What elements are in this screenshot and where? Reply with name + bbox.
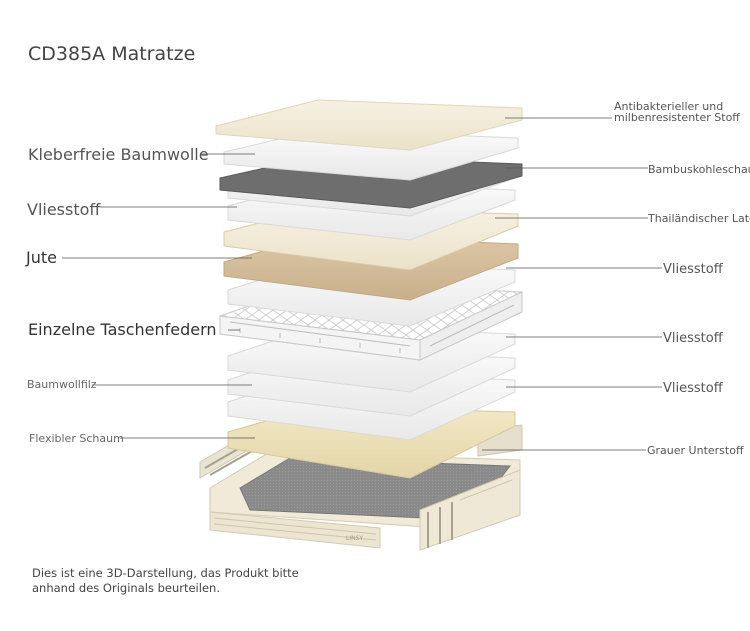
left-leaders bbox=[62, 153, 255, 439]
label-antibacterial-fabric: Antibakterieller und milbenresistenter S… bbox=[614, 100, 740, 124]
mattress-base: LINSY bbox=[199, 424, 523, 551]
label-nonwoven-right-3: Vliesstoff bbox=[663, 381, 723, 396]
label-jute: Jute bbox=[26, 248, 57, 267]
label-nonwoven-left: Vliesstoff bbox=[27, 200, 101, 219]
label-cotton-felt: Baumwollfilz bbox=[27, 378, 97, 391]
label-pocket-springs: Einzelne Taschenfedern bbox=[28, 320, 217, 339]
label-flexible-foam: Flexibler Schaum bbox=[29, 432, 124, 445]
right-leaders bbox=[482, 117, 662, 451]
label-nonwoven-right-1: Vliesstoff bbox=[663, 262, 723, 277]
label-nonwoven-right-2: Vliesstoff bbox=[663, 331, 723, 346]
label-glue-free-cotton: Kleberfreie Baumwolle bbox=[28, 145, 209, 164]
label-thai-latex: Thailändischer Latex bbox=[648, 212, 750, 225]
label-bamboo-charcoal: Bambuskohleschaum bbox=[648, 163, 750, 176]
label-grey-underfabric: Grauer Unterstoff bbox=[647, 444, 744, 457]
brand-mark: LINSY bbox=[346, 535, 363, 542]
layer-top-fabric bbox=[215, 99, 523, 151]
disclaimer-note: Dies ist eine 3D-Darstellung, das Produk… bbox=[32, 566, 299, 595]
page-title: CD385A Matratze bbox=[28, 43, 196, 65]
